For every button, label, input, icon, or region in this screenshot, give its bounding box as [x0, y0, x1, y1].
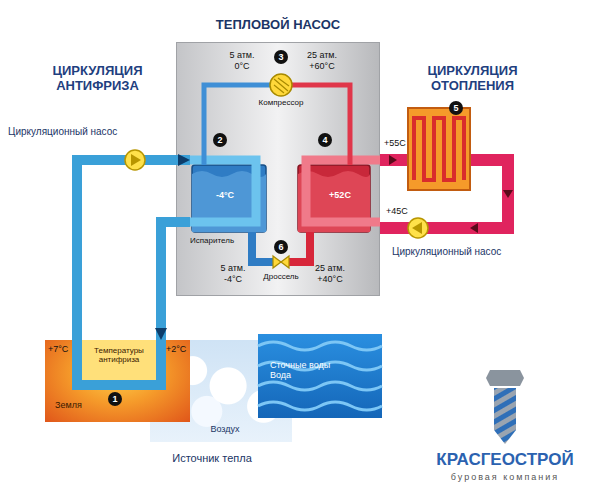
pressure-label: 25 атм. — [307, 50, 337, 60]
node-text: Температуры антифриза — [86, 346, 152, 364]
pressure-label: 5 атм. — [220, 263, 245, 273]
node-text: Сточные воды Вода — [270, 360, 334, 381]
node-text: Воздух — [195, 424, 255, 434]
pump-symbol — [412, 222, 422, 234]
node-text: +52C — [316, 190, 364, 200]
node-text: ТЕПЛОВОЙ НАСОС — [176, 18, 380, 33]
pipe-connector — [77, 160, 190, 340]
ground-source-drawing-part — [77, 340, 161, 385]
evaporator-drawing-part — [190, 160, 256, 222]
logo-screw-thread — [494, 388, 516, 444]
section-heading: ЦИРКУЛЯЦИЯ ОТОПЛЕНИЯ — [410, 64, 535, 94]
throttle-valve: Дроссель — [258, 255, 304, 288]
logo-name: КРАСГЕОСТРОЙ — [436, 450, 573, 470]
callout-number: 6 — [274, 240, 288, 254]
pipe-connector — [304, 234, 310, 262]
water-source: Сточные воды Вода — [258, 334, 382, 418]
radiator-coil — [414, 118, 464, 180]
node-text: -4°C — [202, 190, 248, 200]
pump-label: Циркуляционный насос — [8, 126, 117, 138]
callout-number: 1 — [108, 392, 122, 406]
temperature-label: +7°C — [48, 344, 68, 354]
section-heading: ЦИРКУЛЯЦИЯ АНТИФРИЗА — [35, 64, 160, 94]
condenser-drawing-part — [306, 232, 314, 234]
ground-source-drawing-part — [82, 340, 156, 380]
water-source-drawing-part — [258, 342, 382, 410]
logo-panel — [428, 360, 582, 492]
pump-symbol — [131, 154, 141, 166]
node-text: Компрессор — [252, 98, 310, 107]
compressor: Компрессор — [252, 73, 310, 109]
evaporator-drawing-part — [202, 150, 207, 165]
pump-symbol — [408, 218, 428, 238]
pressure-label: 25 атм. — [315, 263, 345, 273]
node-text: Земля — [55, 400, 100, 410]
condenser: +52C — [296, 150, 380, 234]
logo-tagline: буровая компания — [451, 472, 559, 482]
temperature-label: 0°C — [234, 61, 249, 71]
pipe-connector — [204, 85, 252, 150]
throttle-valve-drawing — [258, 255, 304, 288]
pump-label: Циркуляционный насос — [392, 246, 501, 258]
heating-pipe-return — [380, 160, 508, 228]
throttle-valve-drawing-part — [273, 256, 289, 268]
temperature-label: +40°C — [317, 274, 342, 284]
temperature-label: +60°C — [309, 61, 334, 71]
flow-arrow — [503, 190, 513, 198]
temperature-label: +45C — [386, 206, 408, 216]
callout-number: 5 — [449, 101, 463, 115]
flow-arrow — [389, 155, 397, 165]
callout-number: 2 — [213, 133, 227, 147]
pump-symbol — [125, 150, 145, 170]
source-caption: Источник тепла — [172, 452, 252, 465]
logo-screw-head — [486, 370, 524, 386]
flow-arrow — [470, 223, 478, 233]
temperature-label: +55C — [384, 138, 406, 148]
pressure-label: 5 атм. — [229, 50, 254, 60]
evaporator: -4°C Испаритель — [190, 150, 268, 250]
throttle-valve-drawing-part — [258, 258, 273, 266]
evaporator-drawing-part — [248, 232, 256, 250]
callout-number: 4 — [318, 133, 332, 147]
compressor-drawing-part — [274, 78, 289, 93]
callout-number: 3 — [274, 50, 288, 64]
pipe-connector — [310, 85, 350, 150]
node-text: Дроссель — [258, 272, 304, 281]
condenser-drawing-part — [306, 160, 380, 222]
temperature-label: +2°C — [166, 344, 186, 354]
heating-pipe-hot — [380, 154, 408, 166]
temperature-label: -4°C — [224, 274, 242, 284]
pipe-connector — [161, 222, 190, 340]
node-text: Испаритель — [190, 236, 242, 245]
radiator — [408, 108, 470, 190]
pipe-connector — [252, 250, 258, 262]
throttle-valve-drawing-part — [289, 258, 304, 266]
condenser-drawing-part — [348, 150, 353, 165]
compressor-drawing-part — [270, 74, 292, 96]
